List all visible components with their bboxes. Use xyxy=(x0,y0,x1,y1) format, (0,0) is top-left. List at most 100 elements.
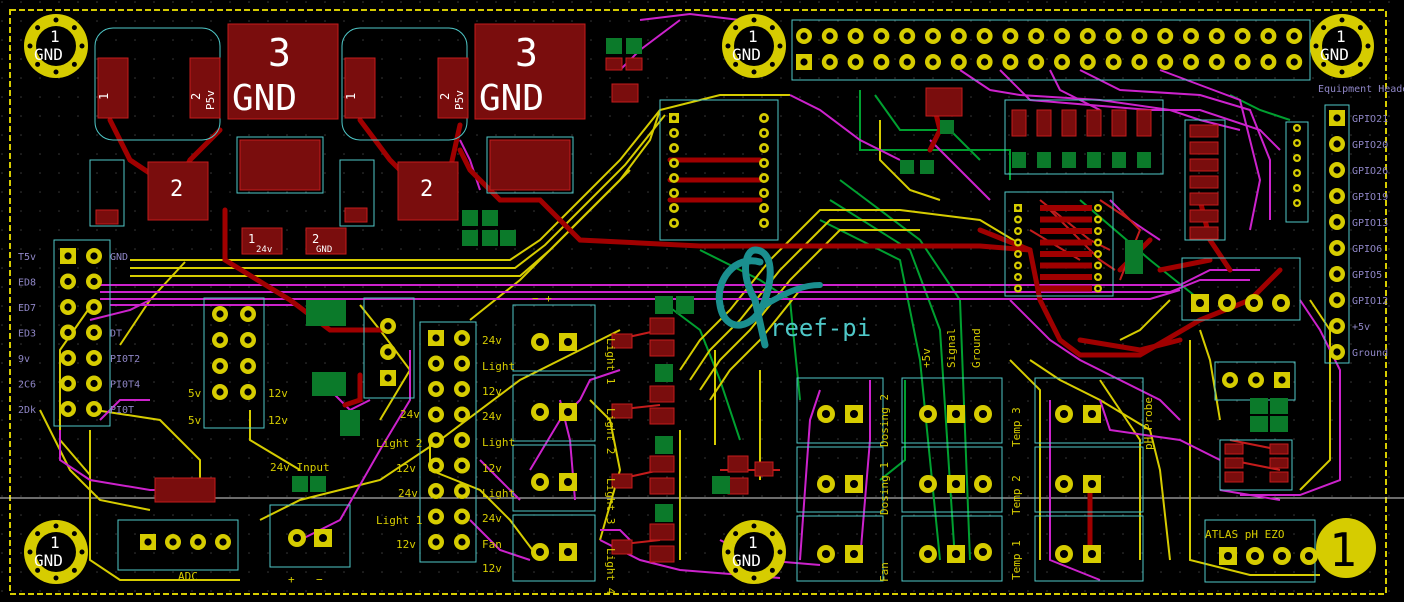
ph-pad xyxy=(1272,294,1290,312)
pi-header-pin xyxy=(1157,28,1174,44)
adc-pad xyxy=(190,534,206,550)
bus-header-pin xyxy=(454,406,470,423)
light-connector-pad xyxy=(531,543,549,561)
power-header-pin xyxy=(212,332,228,348)
light-channel-label: Light 4 xyxy=(604,548,617,595)
pad-gnd-num: 2 xyxy=(312,232,319,246)
logo-swirl-2 xyxy=(762,282,823,308)
pi-header-pin xyxy=(1002,54,1019,70)
resistor-pad xyxy=(1112,152,1126,168)
pi-header-pin xyxy=(847,54,864,70)
terminal-label: Ground xyxy=(970,328,983,368)
adc-pad xyxy=(215,534,231,550)
power-header-pin xyxy=(212,358,228,374)
light-minus-plus: − + xyxy=(532,292,552,305)
pi-header-pin xyxy=(976,54,993,70)
terminal-pad xyxy=(1083,475,1101,493)
resistor-pad xyxy=(1293,169,1301,177)
regulator-right: 1 2 P5v 3 GND 2 xyxy=(339,23,586,227)
resistor xyxy=(1011,109,1027,137)
pad-24v-num: 1 xyxy=(248,232,255,246)
adc-pad xyxy=(165,534,181,550)
ic-pin xyxy=(669,158,679,168)
ic-pin xyxy=(1094,227,1102,235)
left-header-pin xyxy=(86,401,102,417)
bus-header-pin xyxy=(428,330,444,346)
bus-header-pin xyxy=(454,432,470,448)
pi-header-pin xyxy=(1079,54,1096,70)
pi-header-pin xyxy=(899,54,916,70)
left-header-pin xyxy=(86,375,102,392)
pi-header-pin xyxy=(899,28,916,44)
pi-header-pin xyxy=(950,54,967,70)
ic-pin xyxy=(669,113,679,123)
ic-pin xyxy=(1014,204,1022,212)
pi-header-pin xyxy=(1131,54,1148,70)
left-header-pin xyxy=(86,273,102,290)
label-5v-b: 5v xyxy=(188,414,202,427)
left-header-label: T5v xyxy=(18,252,36,263)
resistor xyxy=(1111,109,1127,137)
bus-header-pin xyxy=(428,355,444,372)
left-header-right-label: PI0T4 xyxy=(110,380,140,391)
logo-swirl xyxy=(715,246,774,349)
bus-header-pin xyxy=(454,330,470,346)
atlas-pad xyxy=(1246,547,1264,565)
resistor-pad xyxy=(1062,152,1076,168)
bottom-copper-traces xyxy=(659,90,1291,561)
mount-hole-net: GND xyxy=(34,551,63,570)
equipment-header-pin xyxy=(1329,188,1345,204)
pi-header-pin xyxy=(1260,28,1277,44)
pi-header-pin xyxy=(1208,54,1225,70)
left-header-label: 9v xyxy=(18,354,30,365)
left-header-pin xyxy=(60,401,76,417)
terminal-pad xyxy=(1083,405,1101,423)
resistor-pad xyxy=(1137,152,1151,168)
atlas-label: ATLAS pH EZO xyxy=(1205,528,1284,541)
bus-header-pin xyxy=(428,457,444,474)
terminal-pad xyxy=(974,543,992,561)
reg-left-pad3-num: 3 xyxy=(268,31,291,75)
corner-fiducial-label: 1 xyxy=(1329,523,1357,577)
ic-pin xyxy=(669,128,679,138)
input-minus-label: − xyxy=(316,573,323,586)
resistor-pad xyxy=(1012,152,1026,168)
ic-pin xyxy=(1014,227,1022,235)
power-bus-right-label: 24v xyxy=(482,410,502,423)
power-bus-label: 24v xyxy=(398,487,418,500)
left-header-pin xyxy=(60,324,76,341)
reg-left-pad2-num: 2 xyxy=(189,93,203,100)
equipment-pin-label: GPIO20 xyxy=(1352,140,1388,151)
equipment-header-pin xyxy=(1329,318,1345,334)
pi-header-pin xyxy=(1157,54,1174,70)
label-5v-a: 5v xyxy=(188,387,202,400)
power-header-pin xyxy=(212,384,228,400)
reg-right-pad2-net: P5v xyxy=(453,90,466,110)
reg-left-center-num: 2 xyxy=(170,177,183,202)
ic-pin xyxy=(1094,238,1102,247)
ic-pin xyxy=(759,218,769,228)
pi-header-pin xyxy=(1286,54,1303,70)
pi-header-pin xyxy=(1234,28,1251,44)
pi-header-pin xyxy=(1131,28,1148,44)
terminal-pad xyxy=(845,545,863,563)
ic-pin xyxy=(759,128,769,138)
light-connectors xyxy=(512,304,596,582)
corner-fiducial xyxy=(1316,518,1376,578)
power-header-pin xyxy=(240,306,256,322)
pi-header-pin xyxy=(950,28,967,44)
terminal-label: Dosing 1 xyxy=(878,462,891,515)
reg-right-pad1-num: 1 xyxy=(344,93,358,100)
pi-header-pin xyxy=(1208,28,1225,44)
terminal-label: +5v xyxy=(920,348,933,368)
power-bus-label: Light xyxy=(482,360,515,373)
left-header-pin xyxy=(86,350,102,366)
equipment-header-pin xyxy=(1329,214,1345,230)
bus-header-pin xyxy=(428,483,444,499)
left-header-label: ED3 xyxy=(18,329,36,340)
left-header-pin xyxy=(60,248,76,264)
terminal-pad xyxy=(919,545,937,563)
ph-pad xyxy=(1245,294,1263,312)
